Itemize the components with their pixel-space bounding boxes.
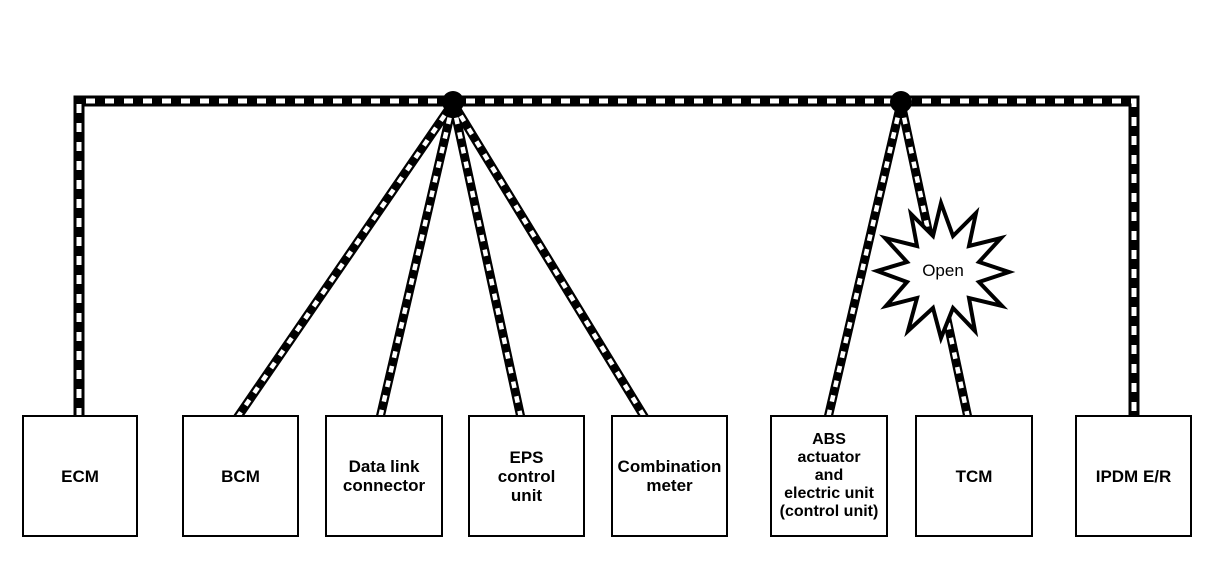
node-box-tcm: TCM [915,415,1033,537]
node-label-line: and [814,467,844,484]
node-label-line: unit [510,485,543,505]
junction-dot-left [442,91,464,113]
node-label: ECM [61,466,99,486]
node-box-eps-control-unit: EPS control unit [468,415,585,537]
node-label: BCM [221,466,260,486]
can-bus-trunk-line-dashes [76,98,1137,417]
node-label-line: Data link [348,457,420,476]
node-box-bcm: BCM [182,415,299,537]
node-label-line: ABS [812,431,846,448]
branch-lines [233,100,973,421]
branch-lines-dashes [235,101,971,420]
node-label: TCM [955,466,993,486]
junction-dot-right [890,91,912,113]
node-box-combination-meter: Combination meter [611,415,728,537]
node-label-line: EPS [509,447,544,467]
node-box-abs-actuator: ABS actuator and electric unit (control … [770,415,888,537]
open-fault-starburst [870,196,1016,345]
node-label-line: meter [646,476,693,495]
node-label-line: Combination [617,457,722,476]
open-fault-label: Open [922,261,964,280]
node-box-data-link-connector: Data link connector [325,415,443,537]
node-box-ipdm-er: IPDM E/R [1075,415,1192,537]
node-label-line: control [497,466,556,486]
node-box-ecm: ECM [22,415,138,537]
node-label: IPDM E/R [1095,466,1172,486]
node-label-line: electric unit [784,485,874,502]
node-label-line: actuator [797,449,861,466]
node-label-line: connector [342,476,426,495]
node-label-line: (control unit) [779,503,879,520]
